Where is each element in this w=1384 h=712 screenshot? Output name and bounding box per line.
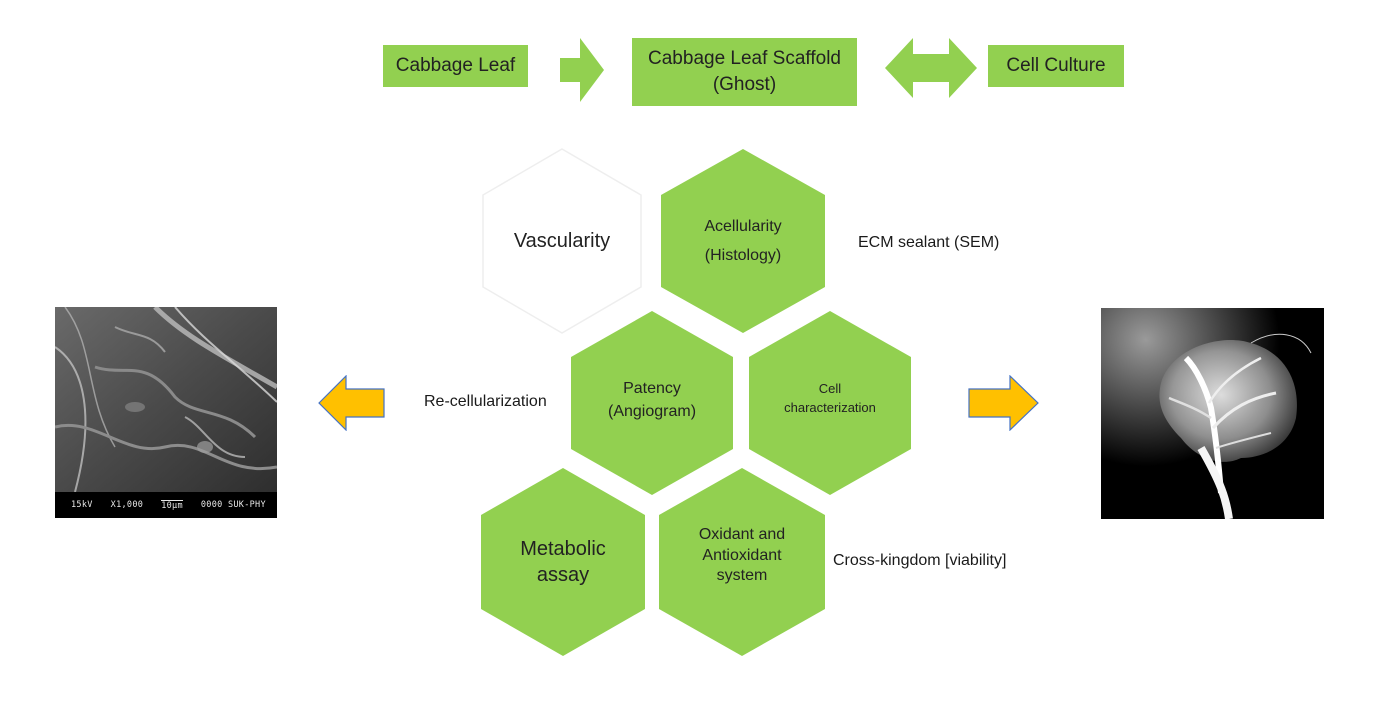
cell-culture-box: Cell Culture	[988, 45, 1124, 87]
acellularity-label-line2: (Histology)	[704, 247, 782, 264]
right-arrow-icon	[560, 38, 604, 102]
hex-acellularity: Acellularity (Histology)	[660, 148, 826, 334]
scaffold-label-line2: (Ghost)	[712, 74, 777, 95]
right-arrow-orange-icon	[968, 375, 1039, 431]
vascularity-label: Vascularity	[513, 229, 611, 252]
cell-char-label-line1: Cell	[818, 380, 842, 396]
sem-code: 0000 SUK-PHY	[200, 500, 266, 510]
sem-texture	[55, 307, 277, 492]
recellularization-label: Re-cellularization	[424, 393, 547, 410]
sem-voltage: 15kV	[71, 500, 93, 510]
hex-vascularity: Vascularity	[482, 148, 642, 334]
patency-label-line1: Patency	[623, 379, 681, 397]
cabbage-leaf-box: Cabbage Leaf	[383, 45, 528, 87]
cell-char-label-line2: characterization	[784, 400, 876, 415]
hex-oxidant-antioxidant: Oxidant and Antioxidant system	[658, 467, 826, 657]
double-arrow-icon	[885, 38, 977, 98]
sem-micrograph: 15kV X1,000 10µm 0000 SUK-PHY	[55, 307, 277, 518]
metabolic-label-line2: assay	[536, 564, 590, 586]
oxidant-label-line2: Antioxidant	[702, 546, 782, 564]
ecm-sealant-label: ECM sealant (SEM)	[858, 234, 1000, 251]
sem-scale: 10µm	[161, 499, 183, 511]
acellularity-label-line1: Acellularity	[704, 217, 782, 235]
metabolic-label-line1: Metabolic	[520, 538, 606, 560]
cell-culture-label: Cell Culture	[1006, 55, 1106, 77]
cabbage-leaf-image	[1101, 308, 1324, 519]
left-arrow-icon	[318, 375, 385, 431]
cabbage-scaffold-photo	[1101, 308, 1324, 519]
hex-patency: Patency (Angiogram)	[570, 310, 734, 496]
scaffold-label-line1: Cabbage Leaf Scaffold	[648, 48, 841, 70]
sem-info-bar: 15kV X1,000 10µm 0000 SUK-PHY	[55, 492, 277, 518]
oxidant-label-line1: Oxidant and	[698, 525, 786, 543]
oxidant-label-line3: system	[716, 567, 768, 585]
cabbage-scaffold-box: Cabbage Leaf Scaffold (Ghost)	[632, 38, 857, 106]
hex-cell-characterization: Cell characterization	[748, 310, 912, 496]
sem-magnification: X1,000	[110, 500, 144, 510]
patency-label-line2: (Angiogram)	[607, 403, 697, 420]
hex-metabolic-assay: Metabolic assay	[480, 467, 646, 657]
cabbage-leaf-label: Cabbage Leaf	[395, 55, 516, 77]
cross-kingdom-label: Cross-kingdom [viability]	[833, 552, 1007, 569]
